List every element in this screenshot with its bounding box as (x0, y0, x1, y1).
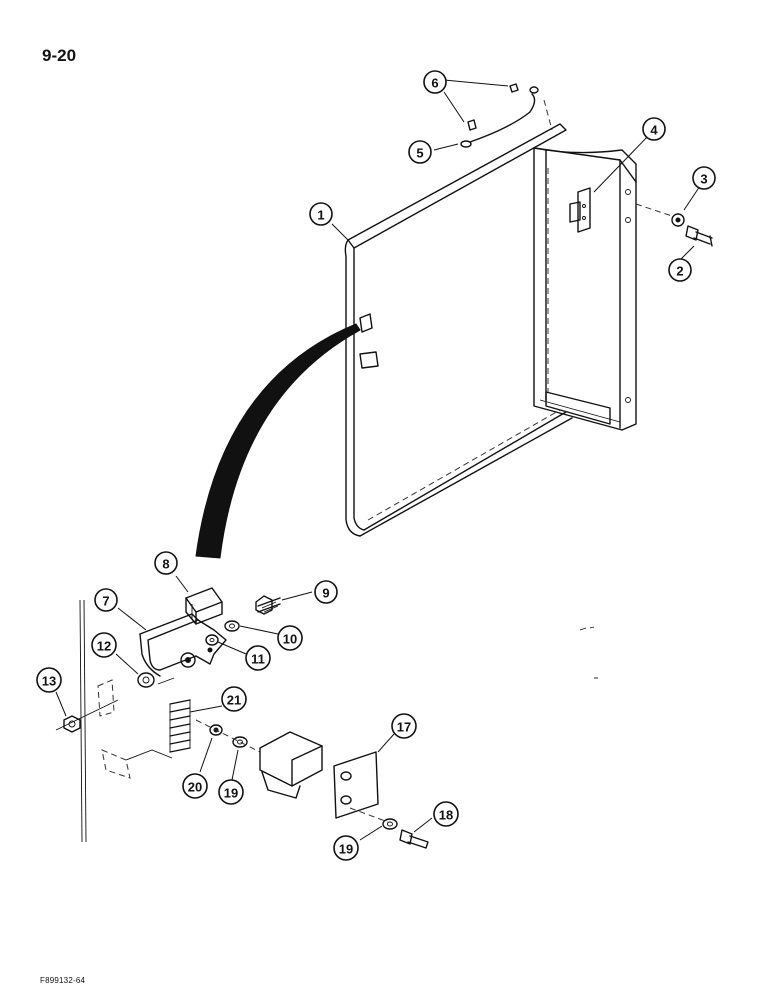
svg-text:1: 1 (317, 208, 324, 223)
callout-17: 17 (391, 713, 417, 739)
callout-3: 3 (692, 166, 716, 190)
callout-12: 12 (91, 632, 117, 658)
callout-13: 13 (36, 667, 62, 693)
callout-19-upper: 19 (218, 779, 244, 805)
callout-5: 5 (408, 140, 432, 164)
callout-8: 8 (154, 551, 178, 575)
svg-text:3: 3 (700, 172, 707, 187)
door-panel (344, 123, 637, 537)
callout-1: 1 (309, 202, 333, 226)
callout-21: 21 (221, 686, 247, 712)
leader-lines (55, 79, 701, 841)
svg-text:2: 2 (676, 264, 683, 279)
svg-text:18: 18 (439, 808, 453, 823)
callout-18: 18 (433, 801, 459, 827)
svg-text:21: 21 (227, 693, 241, 708)
svg-text:6: 6 (431, 76, 438, 91)
callout-20: 20 (182, 773, 208, 799)
callout-11: 11 (245, 645, 271, 671)
svg-text:12: 12 (97, 639, 111, 654)
svg-text:5: 5 (416, 146, 423, 161)
bolt-and-washer (635, 203, 713, 247)
svg-text:11: 11 (251, 652, 265, 667)
svg-text:10: 10 (283, 632, 297, 647)
callout-4: 4 (642, 117, 666, 141)
page-number: 9-20 (42, 46, 77, 65)
callout-7: 7 (94, 588, 118, 612)
callout-2: 2 (668, 258, 692, 282)
callout-6: 6 (423, 70, 447, 94)
callout-10: 10 (277, 625, 303, 651)
svg-text:9: 9 (322, 586, 329, 601)
svg-text:7: 7 (102, 594, 109, 609)
retainer-cable (460, 83, 553, 148)
callout-9: 9 (314, 580, 338, 604)
svg-text:19: 19 (339, 842, 353, 857)
figure-code: F899132-64 (40, 976, 86, 985)
svg-text:17: 17 (397, 720, 411, 735)
svg-text:13: 13 (42, 674, 56, 689)
svg-text:4: 4 (650, 123, 658, 138)
svg-text:8: 8 (162, 557, 169, 572)
detail-arrow (195, 323, 361, 559)
svg-text:19: 19 (224, 786, 238, 801)
latch-detail (55, 587, 598, 849)
svg-text:20: 20 (188, 780, 202, 795)
callout-19-lower: 19 (333, 835, 359, 861)
